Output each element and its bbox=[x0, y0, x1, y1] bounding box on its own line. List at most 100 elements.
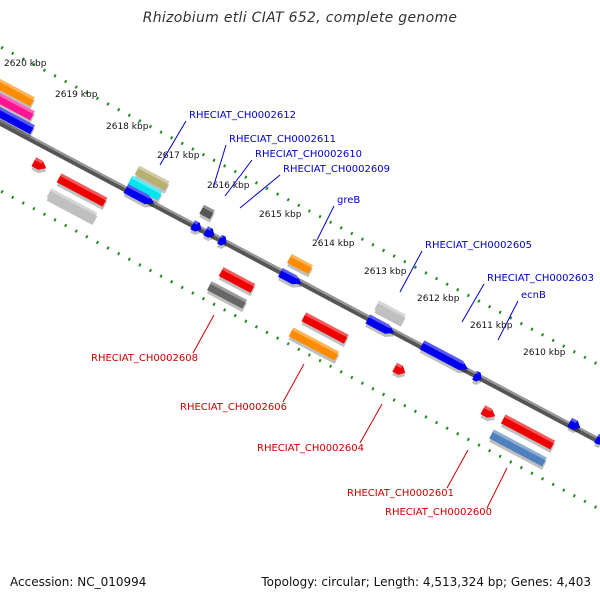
gene-red-1-shine bbox=[34, 157, 44, 164]
leader-line-forward bbox=[159, 120, 187, 166]
gene-gray-1 bbox=[46, 188, 98, 225]
tick-label: 2612 kbp bbox=[417, 294, 460, 304]
leader-line-reverse bbox=[446, 449, 469, 489]
gene-red-2-shine bbox=[59, 173, 108, 201]
gene-blue-6 bbox=[277, 267, 302, 288]
gene-red-4-shine bbox=[304, 312, 349, 338]
gene-red-4-body bbox=[301, 312, 349, 344]
leader-line-reverse bbox=[359, 403, 383, 444]
gene-red-2-body bbox=[56, 173, 108, 207]
gene-red-3-body bbox=[218, 267, 256, 293]
gene-blue-8-shine bbox=[422, 340, 466, 365]
gene-blue-4 bbox=[203, 226, 215, 242]
gene-label-forward: RHECIAT_CH0002611 bbox=[229, 134, 336, 145]
gene-red-2 bbox=[56, 173, 108, 210]
tick-label: 2614 kbp bbox=[312, 239, 355, 249]
genome-backbone-highlight bbox=[0, 119, 600, 441]
tick-label: 2615 kbp bbox=[259, 210, 302, 220]
gene-label-reverse: RHECIAT_CH0002606 bbox=[180, 402, 287, 413]
gene-cyan-1-body bbox=[127, 175, 163, 201]
leader-line-forward bbox=[497, 300, 519, 341]
gene-blue-3-body bbox=[190, 220, 202, 232]
gene-red-1 bbox=[31, 157, 47, 174]
gene-orange-1-body bbox=[0, 77, 35, 107]
leader-line-reverse bbox=[282, 363, 305, 403]
gene-cyan-1 bbox=[127, 175, 163, 204]
gene-orange-1-shine bbox=[0, 77, 35, 101]
gene-orange-3-shine bbox=[291, 327, 340, 355]
gene-gray-1-shine bbox=[49, 188, 98, 216]
leader-line-forward bbox=[212, 144, 227, 189]
gene-blue-7-shine bbox=[368, 314, 392, 329]
gene-gray-2-body bbox=[374, 300, 406, 324]
gene-darkgray-2-body bbox=[206, 281, 248, 309]
tick-guide-outer bbox=[0, 44, 600, 368]
tick-guide-inner bbox=[0, 188, 600, 512]
tick-label: 2618 kbp bbox=[106, 122, 149, 132]
gene-blue-5-shine bbox=[220, 234, 224, 239]
gene-blue-1-shine bbox=[0, 105, 35, 129]
tick-label: 2619 kbp bbox=[55, 90, 98, 100]
gene-orange-2 bbox=[286, 253, 313, 278]
gene-pink-1-shine bbox=[0, 91, 35, 115]
gene-red-7 bbox=[500, 414, 556, 453]
gene-blue-4-body bbox=[203, 226, 215, 238]
gene-label-forward: RHECIAT_CH0002612 bbox=[189, 110, 296, 121]
gene-red-7-shine bbox=[504, 414, 556, 444]
gene-red-4 bbox=[301, 312, 349, 348]
gene-steelblue-1-body bbox=[489, 429, 547, 467]
gene-features bbox=[0, 77, 600, 470]
tick-label: 2620 kbp bbox=[4, 59, 47, 69]
gene-red-6-body bbox=[480, 405, 496, 418]
leader-line-forward bbox=[461, 283, 485, 323]
gene-orange-3 bbox=[288, 327, 340, 364]
gene-blue-1-body bbox=[0, 105, 35, 135]
leader-line-reverse bbox=[486, 467, 508, 509]
gene-blue-9-body bbox=[472, 370, 482, 382]
gene-pink-1-body bbox=[0, 91, 35, 121]
gene-blue-10-shine bbox=[570, 417, 578, 424]
leader-line-reverse bbox=[192, 314, 215, 354]
gene-khaki-1-body bbox=[134, 165, 170, 191]
tick-label: 2613 kbp bbox=[364, 267, 407, 277]
gene-labels: RHECIAT_CH0002612RHECIAT_CH0002611RHECIA… bbox=[91, 110, 594, 518]
gene-label-forward: greB bbox=[337, 195, 360, 206]
gene-blue-10-body bbox=[567, 417, 581, 430]
gene-orange-3-body bbox=[288, 327, 340, 361]
gene-blue-7-body bbox=[365, 314, 395, 334]
gene-label-forward: RHECIAT_CH0002605 bbox=[425, 240, 532, 251]
gene-blue-5 bbox=[217, 234, 227, 249]
gene-red-6 bbox=[480, 405, 496, 422]
gene-label-reverse: RHECIAT_CH0002608 bbox=[91, 353, 198, 364]
leader-line-forward bbox=[316, 205, 335, 241]
gene-blue-7 bbox=[365, 314, 395, 338]
gene-pink-1 bbox=[0, 91, 35, 124]
gene-label-forward: ecnB bbox=[521, 290, 546, 301]
map-title: Rhizobium etli CIAT 652, complete genome bbox=[142, 10, 458, 26]
gene-blue-6-shine bbox=[281, 267, 299, 280]
gene-red-5 bbox=[392, 362, 406, 379]
gene-blue-6-body bbox=[278, 267, 302, 285]
gene-red-5-body bbox=[392, 362, 406, 375]
gene-label-reverse: RHECIAT_CH0002604 bbox=[257, 443, 364, 454]
gene-red-3 bbox=[218, 267, 256, 297]
gene-red-6-shine bbox=[483, 405, 493, 412]
tick-guides bbox=[0, 44, 600, 512]
gene-blue-3 bbox=[190, 220, 202, 236]
genome-summary-text: Topology: circular; Length: 4,513,324 bp… bbox=[261, 575, 591, 589]
gene-darkgray-1 bbox=[199, 204, 215, 223]
gene-blue-2-shine bbox=[126, 184, 152, 199]
gene-blue-10 bbox=[567, 417, 581, 434]
gene-label-reverse: RHECIAT_CH0002600 bbox=[385, 507, 492, 518]
leader-line-forward bbox=[239, 174, 281, 209]
gene-blue-4-shine bbox=[206, 226, 212, 231]
tick-label: 2617 kbp bbox=[157, 151, 200, 161]
gene-orange-2-body bbox=[287, 253, 313, 275]
gene-gray-2-shine bbox=[377, 300, 406, 318]
tick-label: 2611 kbp bbox=[470, 321, 513, 331]
gene-blue-8 bbox=[419, 340, 468, 374]
gene-khaki-1-shine bbox=[137, 165, 170, 185]
gene-steelblue-1-shine bbox=[492, 429, 547, 461]
